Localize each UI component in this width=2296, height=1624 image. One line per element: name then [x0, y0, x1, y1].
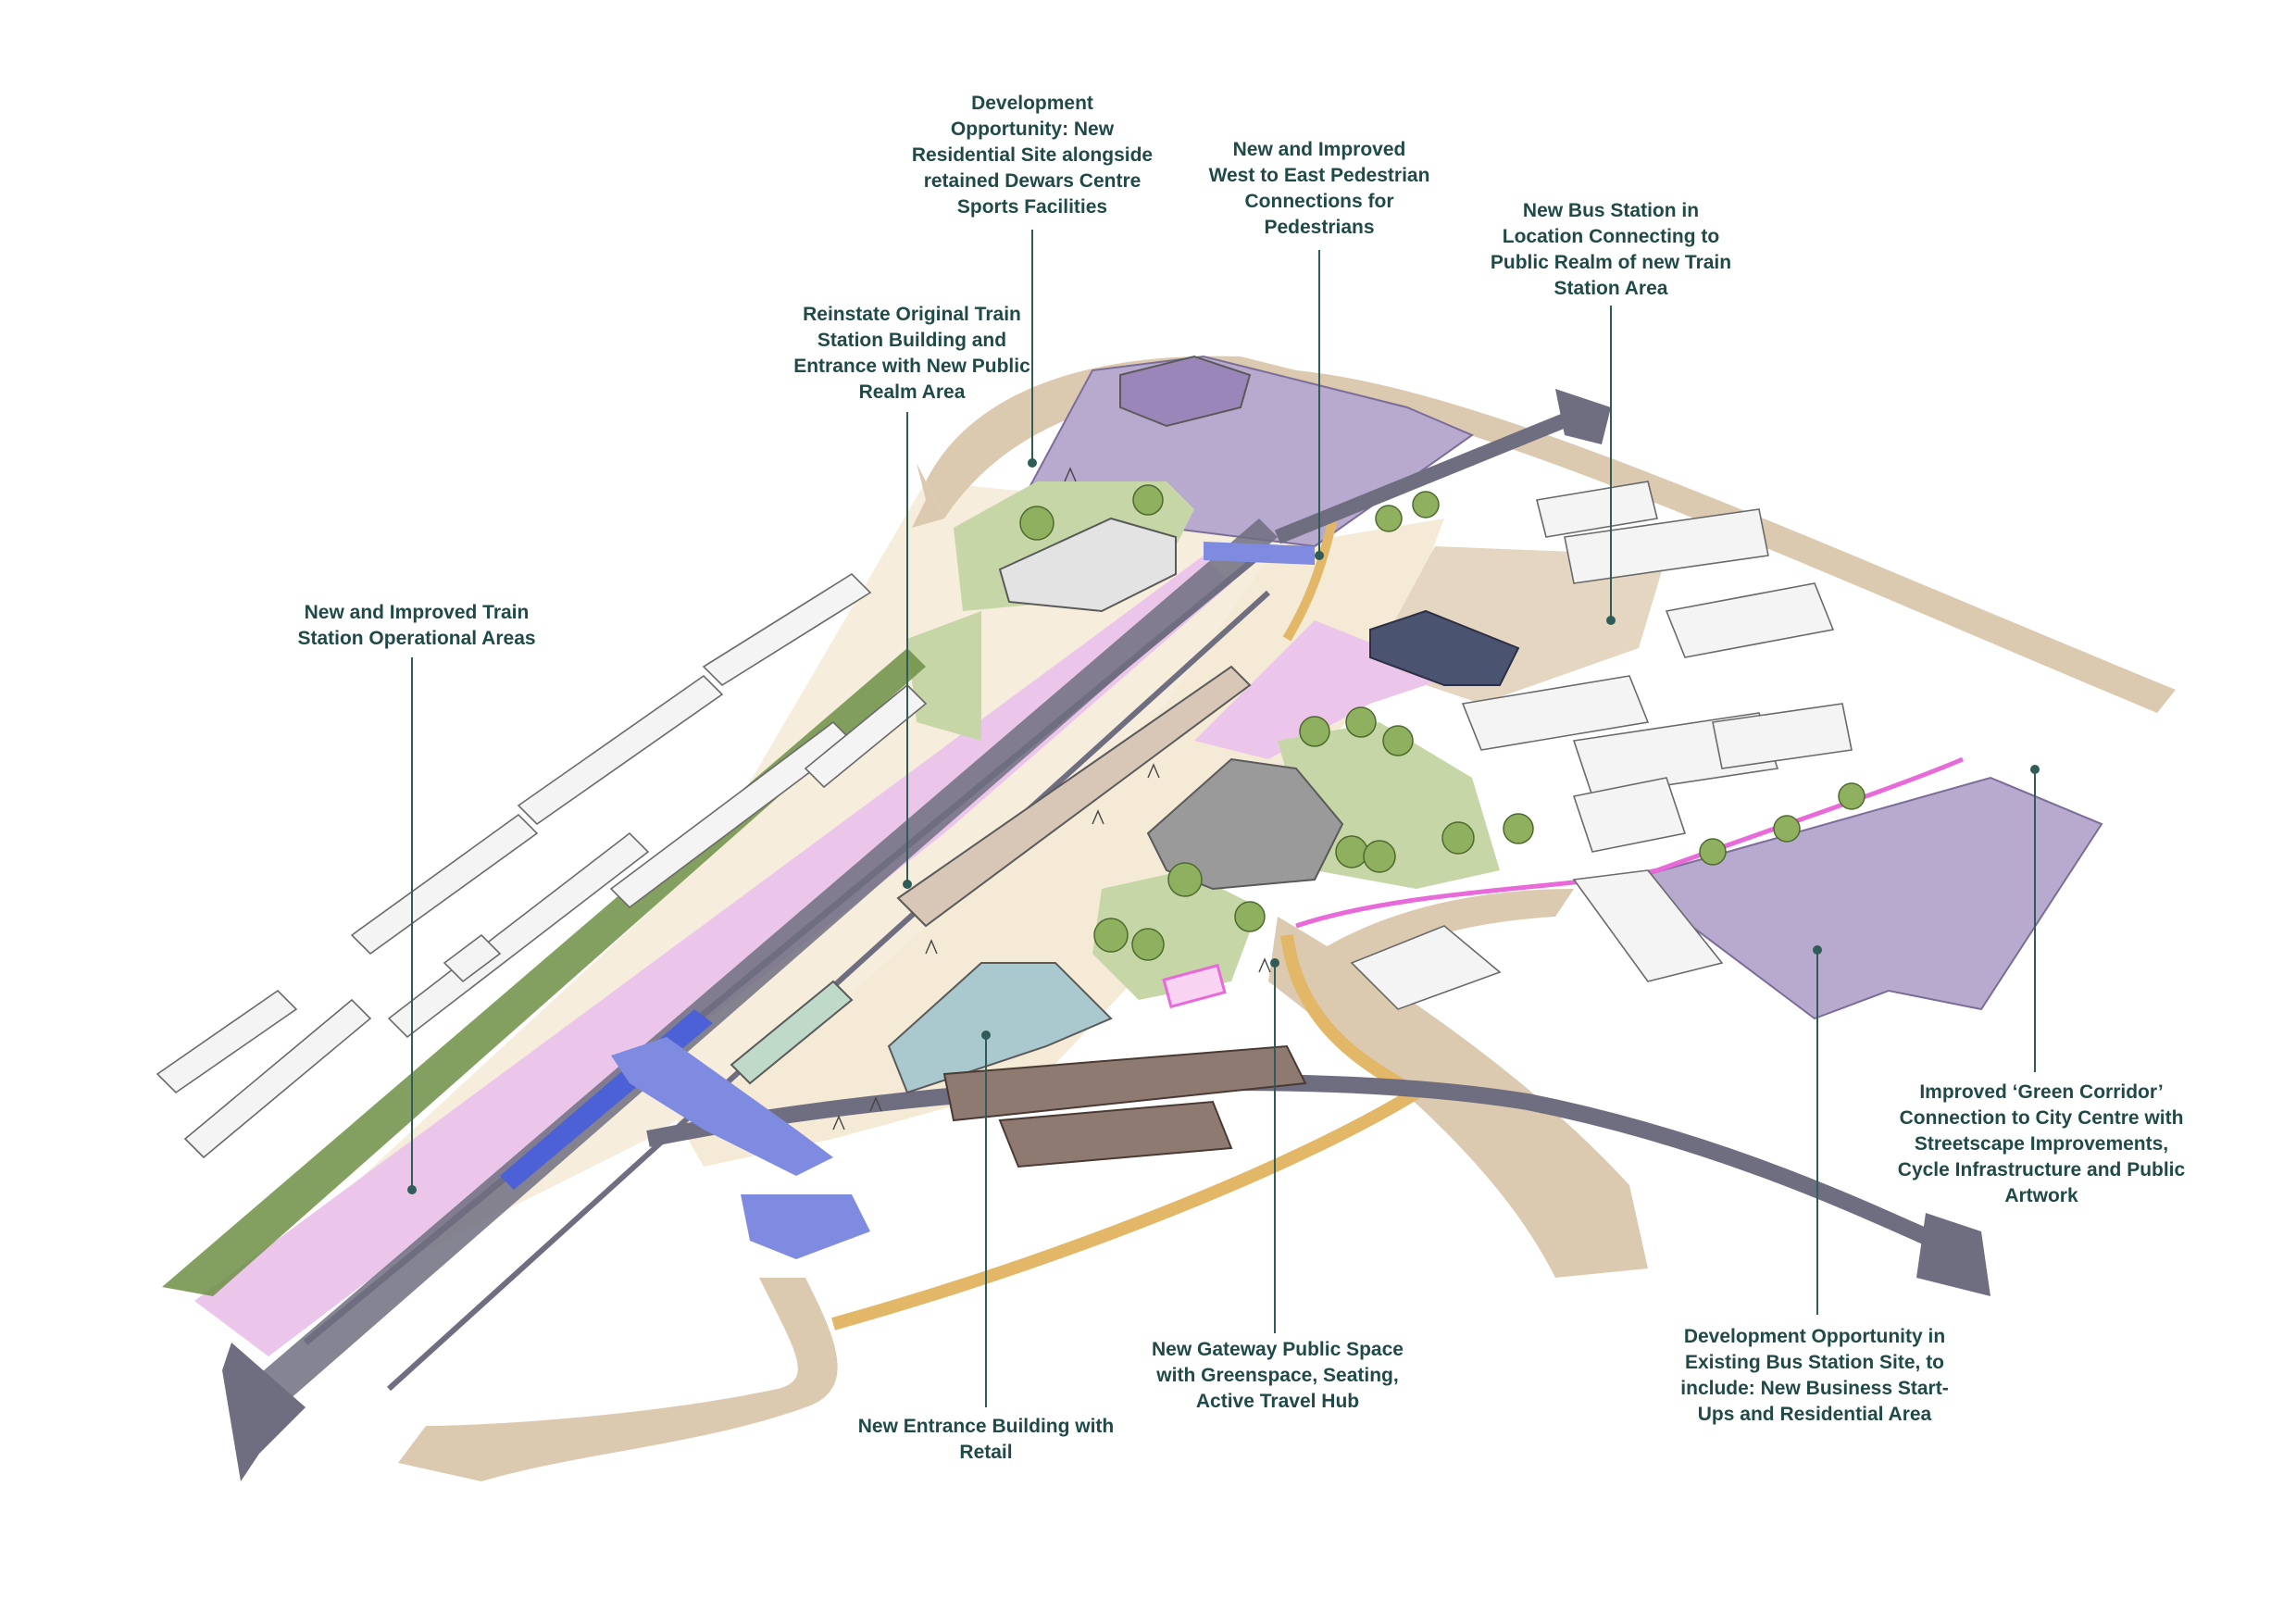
callout-new-bus-station: New Bus Station in Location Connecting t… [1490, 200, 1732, 299]
leader-dot-green-corridor [2030, 765, 2040, 774]
rail-south-curve [646, 1074, 1939, 1249]
tree [1412, 491, 1440, 518]
house-row-4 [387, 831, 650, 1039]
person [832, 1115, 845, 1131]
tree [1773, 815, 1801, 843]
house-row-9 [443, 933, 502, 983]
leader-lines [407, 230, 2040, 1407]
dewars-roof-building [1119, 355, 1252, 428]
tree [1838, 782, 1866, 810]
east-house-6 [1712, 703, 1853, 769]
green-park-west [907, 611, 981, 741]
tree [1375, 505, 1403, 532]
tree [1132, 484, 1164, 516]
blue-bridges [500, 542, 1315, 1259]
station-glass-building [730, 980, 854, 1085]
blue-bridge-north [1204, 542, 1315, 565]
leader-dot-pedestrian [1315, 551, 1324, 560]
orange-path-east [1282, 517, 1338, 642]
west-arrow-tan [912, 463, 944, 528]
house-row-5 [517, 674, 724, 826]
tree [1699, 838, 1727, 866]
tree [1441, 821, 1475, 855]
callout-green-corridor: Improved ‘Green Corridor’ Connection to … [1897, 1081, 2186, 1206]
callout-dewars-development: Development Opportunity: New Residential… [911, 93, 1154, 218]
houses-east [1350, 481, 1853, 1010]
tree [1019, 506, 1054, 541]
southwest-tan-path [398, 1278, 838, 1481]
leader-dot-bus-station [1606, 616, 1616, 625]
person [1147, 763, 1160, 779]
person [869, 1096, 882, 1112]
callout-original-station: Reinstate Original Train Station Buildin… [793, 304, 1030, 403]
callout-entrance-building: New Entrance Building with Retail [857, 1416, 1115, 1463]
tree [1167, 862, 1203, 897]
east-house-8 [1350, 925, 1502, 1010]
rail-northeast-arrowhead [1555, 389, 1611, 444]
house-row-7 [702, 572, 872, 687]
callout-operational-areas: New and Improved Train Station Operation… [297, 602, 536, 649]
magenta-cycle-route [1295, 756, 1964, 929]
leader-dot-operational [407, 1185, 417, 1194]
rail-southwest-arrowhead [222, 1343, 306, 1481]
leader-dot-gateway [1270, 958, 1279, 968]
house-row-8 [804, 683, 928, 789]
east-house-7 [1572, 777, 1687, 853]
east-house-3 [1665, 582, 1835, 658]
house-row-2 [183, 998, 372, 1159]
leader-dot-original-station [903, 880, 912, 889]
east-house-4 [1461, 675, 1650, 751]
east-tan-path [1315, 889, 1574, 981]
leader-dot-dewars [1028, 458, 1037, 468]
rail-line-2 [303, 553, 1262, 1345]
retail-roof-zigzag [942, 1044, 1307, 1122]
north-tan-path [926, 356, 2176, 713]
leader-dot-entrance [981, 1031, 991, 1040]
rail-northeast [1274, 409, 1578, 544]
callout-bus-site-development: Development Opportunity in Existing Bus … [1680, 1326, 1949, 1425]
house-row-3 [350, 813, 539, 956]
trees [1019, 484, 1866, 961]
tree [1234, 901, 1266, 932]
tree [1335, 835, 1368, 868]
original-station-building [896, 665, 1252, 928]
entrance-retail-building [887, 962, 1113, 1094]
green-gateway-lawn [1278, 722, 1500, 889]
bus-station-canopy [1369, 609, 1520, 686]
tree [1503, 813, 1534, 844]
blue-bridge-landing [741, 1194, 870, 1259]
dewars-sports-centre [998, 517, 1177, 613]
callout-gateway-public-space: New Gateway Public Space with Greenspace… [1152, 1339, 1404, 1412]
tree [1093, 918, 1129, 953]
tree [1382, 725, 1414, 756]
railway [222, 389, 1990, 1481]
person [925, 939, 938, 955]
person [1258, 957, 1271, 973]
tree [1131, 928, 1165, 961]
rail-southeast-arrowhead [1916, 1213, 1990, 1296]
tree [1299, 716, 1330, 747]
orange-path-south [831, 934, 1430, 1330]
blue-footbridge [611, 1037, 833, 1176]
terraced-houses-west [156, 572, 928, 1159]
callout-pedestrian-connections: New and Improved West to East Pedestrian… [1208, 139, 1430, 238]
house-row-1 [156, 989, 298, 1094]
station-forecourt-ground [667, 518, 1444, 1167]
retail-roof-zigzag-2 [998, 1100, 1233, 1168]
person [1064, 467, 1077, 482]
east-house-2 [1564, 508, 1769, 584]
leader-dot-bus-site [1813, 945, 1822, 955]
tree [1345, 706, 1377, 738]
main-buildings [730, 355, 1520, 1168]
tree [1363, 840, 1396, 873]
pink-operational-strip [194, 556, 1231, 1356]
magenta-planter [1162, 963, 1227, 1009]
east-house-9 [1572, 869, 1724, 982]
bus-site-development-zone [1627, 776, 2103, 1020]
people [832, 467, 1271, 1131]
person [1092, 809, 1104, 825]
